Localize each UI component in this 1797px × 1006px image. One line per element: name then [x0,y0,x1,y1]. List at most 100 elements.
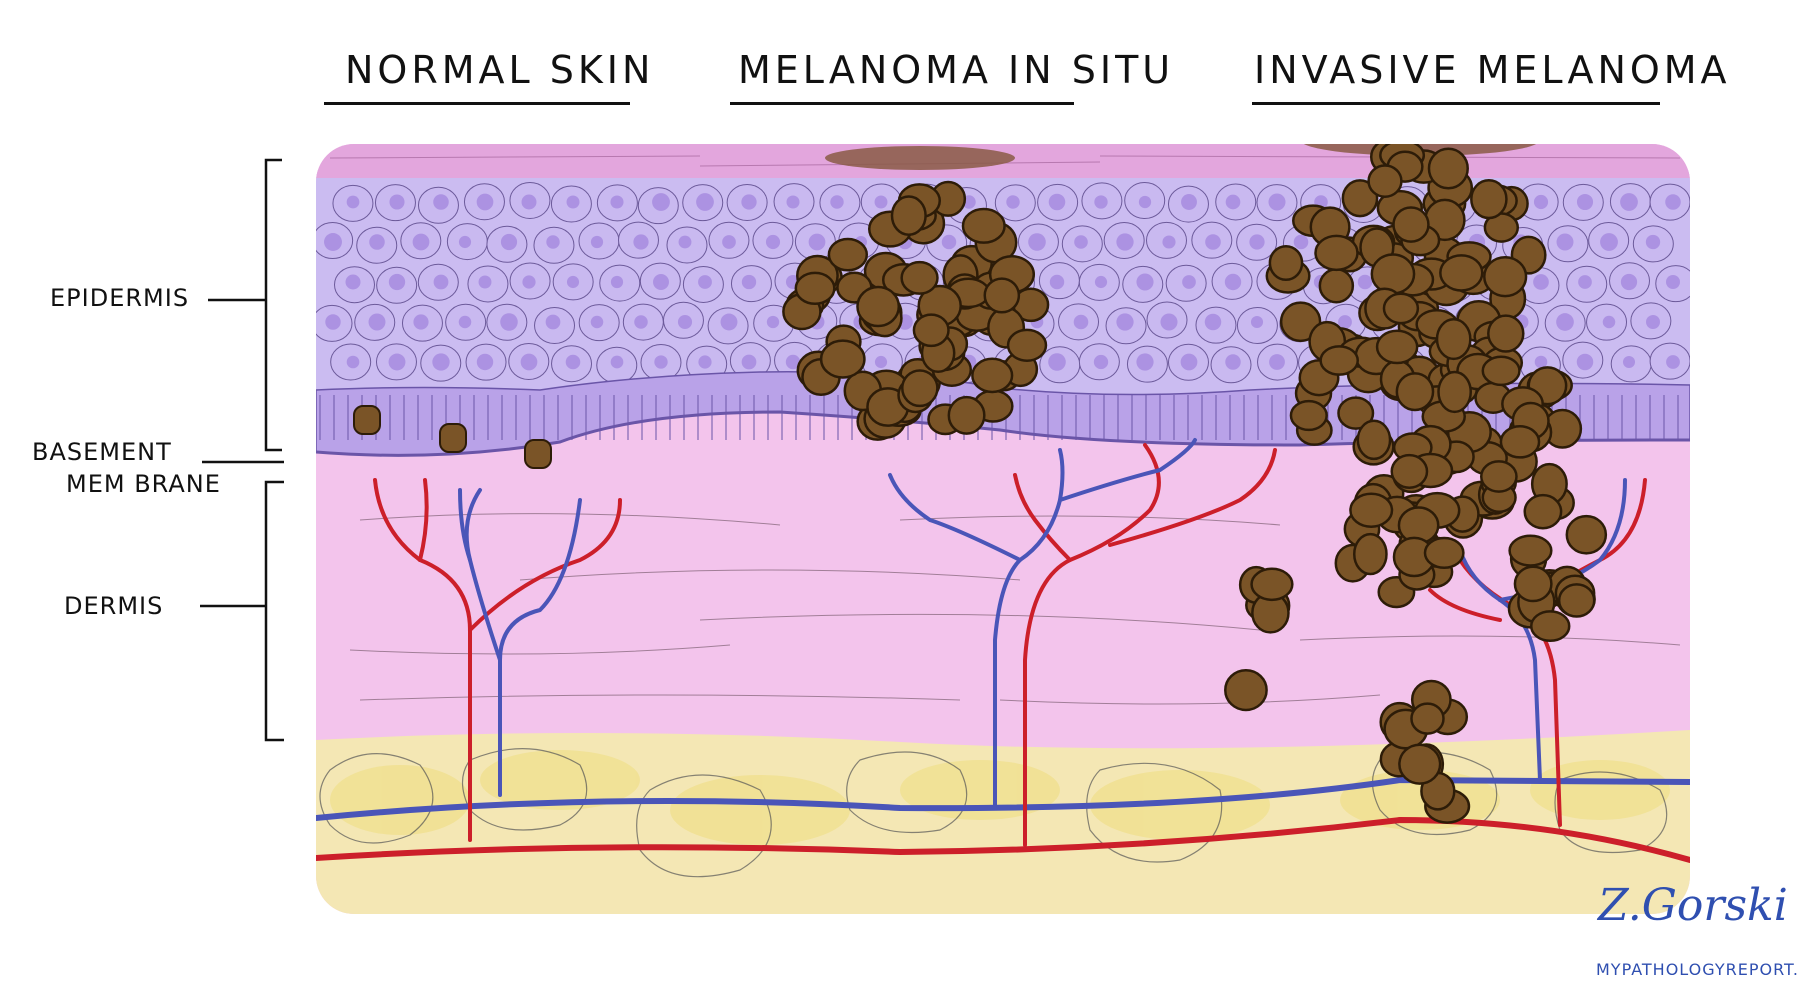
keratinocyte [596,184,638,222]
keratinocyte [1211,262,1253,300]
dermis-fibres [349,513,1681,705]
keratinocyte [1195,306,1237,344]
keratinocyte [819,184,861,222]
keratinocyte [1632,225,1674,263]
keratinocyte [316,222,354,260]
keratinocyte [316,304,353,342]
melanoma-cell [1370,253,1416,295]
melanoma-cell [1289,399,1328,432]
keratinocyte [1610,345,1652,383]
melanoma-cell [971,357,1014,394]
label-basement-2: MEM BRANE [66,470,221,498]
melanoma-cell [1341,179,1379,218]
keratinocyte [707,307,749,345]
surface-pigment-in-situ [825,146,1015,170]
keratinocyte [1038,262,1080,300]
keratinocyte [1586,303,1628,341]
keratinocyte [1039,346,1081,384]
keratinocyte [1609,262,1651,300]
keratinocyte [994,184,1036,222]
keratinocyte [1191,221,1233,259]
keratinocyte [446,223,488,261]
keratinocyte [682,184,724,222]
melanoma-cell [1487,314,1525,353]
keratinocyte [578,304,620,342]
melanoma-cell [1523,493,1563,530]
melanoma-cell [1479,460,1518,493]
title-normal-skin: NORMAL SKIN [345,48,655,92]
melanoma-cell [1499,425,1541,459]
keratinocyte [1037,183,1079,221]
melanoma-cell [1353,532,1388,576]
keratinocyte [376,266,418,304]
melanoma-cell [827,237,869,272]
keratinocyte [666,226,708,264]
melanoma-cell [901,369,939,408]
keratinocyte [332,184,374,222]
keratinocyte [334,266,376,304]
keratinocyte [533,226,575,264]
melanoma-cell [1557,583,1596,618]
keratinocyte [1078,263,1120,301]
keratinocyte [445,303,487,341]
keratinocyte [1547,225,1589,263]
keratinocyte [552,263,594,301]
melanoma-cell [1481,355,1521,387]
label-dermis: DERMIS [64,592,164,620]
label-basement-1: BASEMENT [32,438,172,466]
keratinocyte [682,265,724,303]
keratinocyte [467,265,509,303]
keratinocyte [1105,307,1147,345]
signature-name: Z.Gorski [1598,880,1788,931]
keratinocyte [1649,183,1690,221]
keratinocyte [420,344,462,382]
melanoma-cell [1565,514,1608,555]
melanoma-cell [1382,292,1420,325]
melanoma-cell [961,207,1006,244]
keratinocyte [465,343,507,381]
melanoma-cell [890,195,927,236]
melanoma-cell [1427,147,1469,190]
keratinocyte [1145,221,1187,259]
keratinocyte [1210,346,1252,384]
keratinocyte [374,184,416,222]
keratinocyte [1124,182,1166,220]
keratinocyte [1165,264,1207,302]
keratinocyte [1649,342,1690,380]
normal-melanocyte [439,423,467,453]
normal-melanocyte [353,405,381,435]
keratinocyte [1566,265,1608,303]
keratinocyte [1017,223,1059,261]
dermis-bracket [264,480,284,742]
melanoma-cell [1349,492,1394,528]
keratinocyte [752,221,794,259]
melanoma-cell [794,271,836,305]
melanoma-invasive-stalk [1334,453,1465,609]
epidermis-bracket [264,158,282,452]
keratinocyte [1167,185,1209,223]
keratinocyte [729,342,771,380]
keratinocyte [1544,304,1586,342]
keratinocyte [1655,265,1690,303]
melanoma-cell [1508,534,1553,567]
melanoma-clusters [353,144,1608,824]
melanoma-cell [856,285,901,328]
title-underline-invasive [1252,102,1660,105]
melanoma-cell [1337,396,1375,430]
melanoma-cell [1356,419,1392,461]
melanoma-in-situ-cluster [782,180,1050,441]
keratinocyte [578,222,620,260]
keratinocyte [509,262,551,300]
keratinocyte [773,183,815,221]
melanoma-cell [1375,329,1419,365]
keratinocyte [534,307,576,345]
melanoma-cell [1513,565,1553,603]
melanoma-cell [912,313,950,348]
melanoma-cell [1483,255,1528,298]
keratinocyte [622,303,664,341]
keratinocyte [486,303,528,341]
keratinocyte [1257,343,1299,381]
keratinocyte [1122,265,1164,303]
melanoma-cell [1367,164,1403,198]
